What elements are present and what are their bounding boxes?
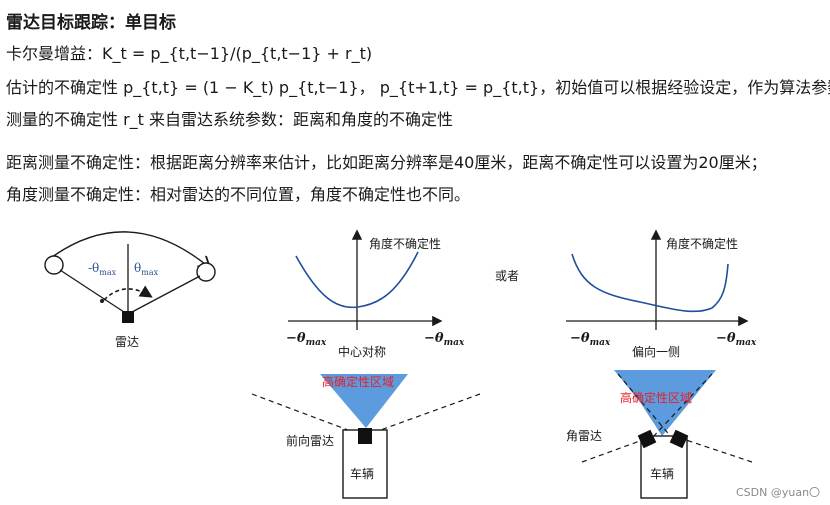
page-title: 雷达目标跟踪：单目标 xyxy=(6,13,176,33)
estimate-uncertainty-line: 估计的不确定性 p_{t,t} = (1 − K_t) p_{t,t−1}， p… xyxy=(6,74,830,98)
left-radar-block xyxy=(358,428,372,444)
watermark: CSDN @yuan〇 xyxy=(736,486,820,499)
left-target-circle xyxy=(44,255,64,275)
car-forward-radar: 高确定性区域 前向雷达 车辆 xyxy=(251,374,481,499)
fov-right-edge xyxy=(131,275,201,313)
left-fov-line-left xyxy=(251,393,365,437)
measurement-uncertainty-text: 测量的不确定性 r_t 来自雷达系统参数：距离和角度的不确定性 xyxy=(6,110,454,129)
pos-theta-label: θmax xyxy=(134,261,159,277)
right-fov-diag-2 xyxy=(651,373,713,439)
chart-right-curve xyxy=(571,253,729,313)
right-fov-line-left xyxy=(581,437,649,463)
fov-left-edge xyxy=(59,269,125,313)
chart-left-ylabel: 角度不确定性 xyxy=(369,236,441,251)
radar-fov-diagram: -θmax θmax 雷达 xyxy=(44,231,216,349)
or-text: 或者 xyxy=(495,269,519,283)
right-target-circle xyxy=(196,262,216,282)
car-corner-radar: 高确定性区域 角雷达 车辆 xyxy=(566,370,753,499)
right-zone-label: 高确定性区域 xyxy=(620,390,692,405)
angle-uncertainty-line: 角度测量不确定性：相对雷达的不同位置，角度不确定性也不同。 xyxy=(6,181,470,205)
radar-block xyxy=(122,311,134,323)
neg-theta-label: -θmax xyxy=(88,261,117,277)
sweep-dashed-arrow xyxy=(103,285,153,301)
range-uncertainty-line: 距离测量不确定性：根据距离分辨率来估计，比如距离分辨率是40厘米，距离不确定性可… xyxy=(6,149,767,173)
left-vehicle-label: 车辆 xyxy=(350,466,374,481)
left-radar-label: 前向雷达 xyxy=(286,433,334,448)
kalman-gain-line: 卡尔曼增益：K_t = p_{t,t−1}/(p_{t,t−1} + r_t) xyxy=(6,40,372,64)
angle-uncertainty-text: 角度测量不确定性：相对雷达的不同位置，角度不确定性也不同。 xyxy=(6,185,471,204)
chart-symmetric: 角度不确定性 −θmax −θmax 中心对称 xyxy=(286,229,465,359)
right-fov-diag-1 xyxy=(617,373,673,439)
chart-left-curve xyxy=(295,251,419,309)
left-high-certainty-zone xyxy=(320,374,408,428)
right-fov-line-right xyxy=(679,437,753,463)
chart-left-xmax: −θmax xyxy=(424,331,465,348)
radar-label: 雷达 xyxy=(115,335,139,349)
chart-left-caption: 中心对称 xyxy=(338,344,386,359)
right-radar-block-right xyxy=(669,429,689,449)
left-fov-line-right xyxy=(363,393,481,437)
chart-right-ylabel: 角度不确定性 xyxy=(666,236,738,251)
range-uncertainty-text: 距离测量不确定性：根据距离分辨率来估计，比如距离分辨率是40厘米，距离不确定性可… xyxy=(6,153,767,172)
right-high-certainty-zone xyxy=(614,370,716,436)
chart-right-xmax: −θmax xyxy=(716,331,757,348)
estimate-uncertainty-text: 估计的不确定性 p_{t,t} = (1 − K_t) p_{t,t−1}， p… xyxy=(6,78,830,97)
right-vehicle-label: 车辆 xyxy=(650,466,674,481)
right-radar-block-left xyxy=(637,429,657,449)
sweep-dot xyxy=(100,299,104,303)
chart-left-xmin: −θmax xyxy=(286,331,327,348)
chart-right-caption: 偏向一侧 xyxy=(632,344,680,359)
kalman-gain-text: 卡尔曼增益：K_t = p_{t,t−1}/(p_{t,t−1} + r_t) xyxy=(6,44,373,63)
left-zone-label: 高确定性区域 xyxy=(322,374,394,389)
chart-skewed: 角度不确定性 −θmax −θmax 偏向一侧 xyxy=(566,229,757,359)
right-radar-label: 角雷达 xyxy=(566,429,602,443)
fov-arc xyxy=(47,231,210,268)
chart-right-xmin: −θmax xyxy=(570,331,611,348)
measurement-uncertainty-line: 测量的不确定性 r_t 来自雷达系统参数：距离和角度的不确定性 xyxy=(6,106,453,130)
